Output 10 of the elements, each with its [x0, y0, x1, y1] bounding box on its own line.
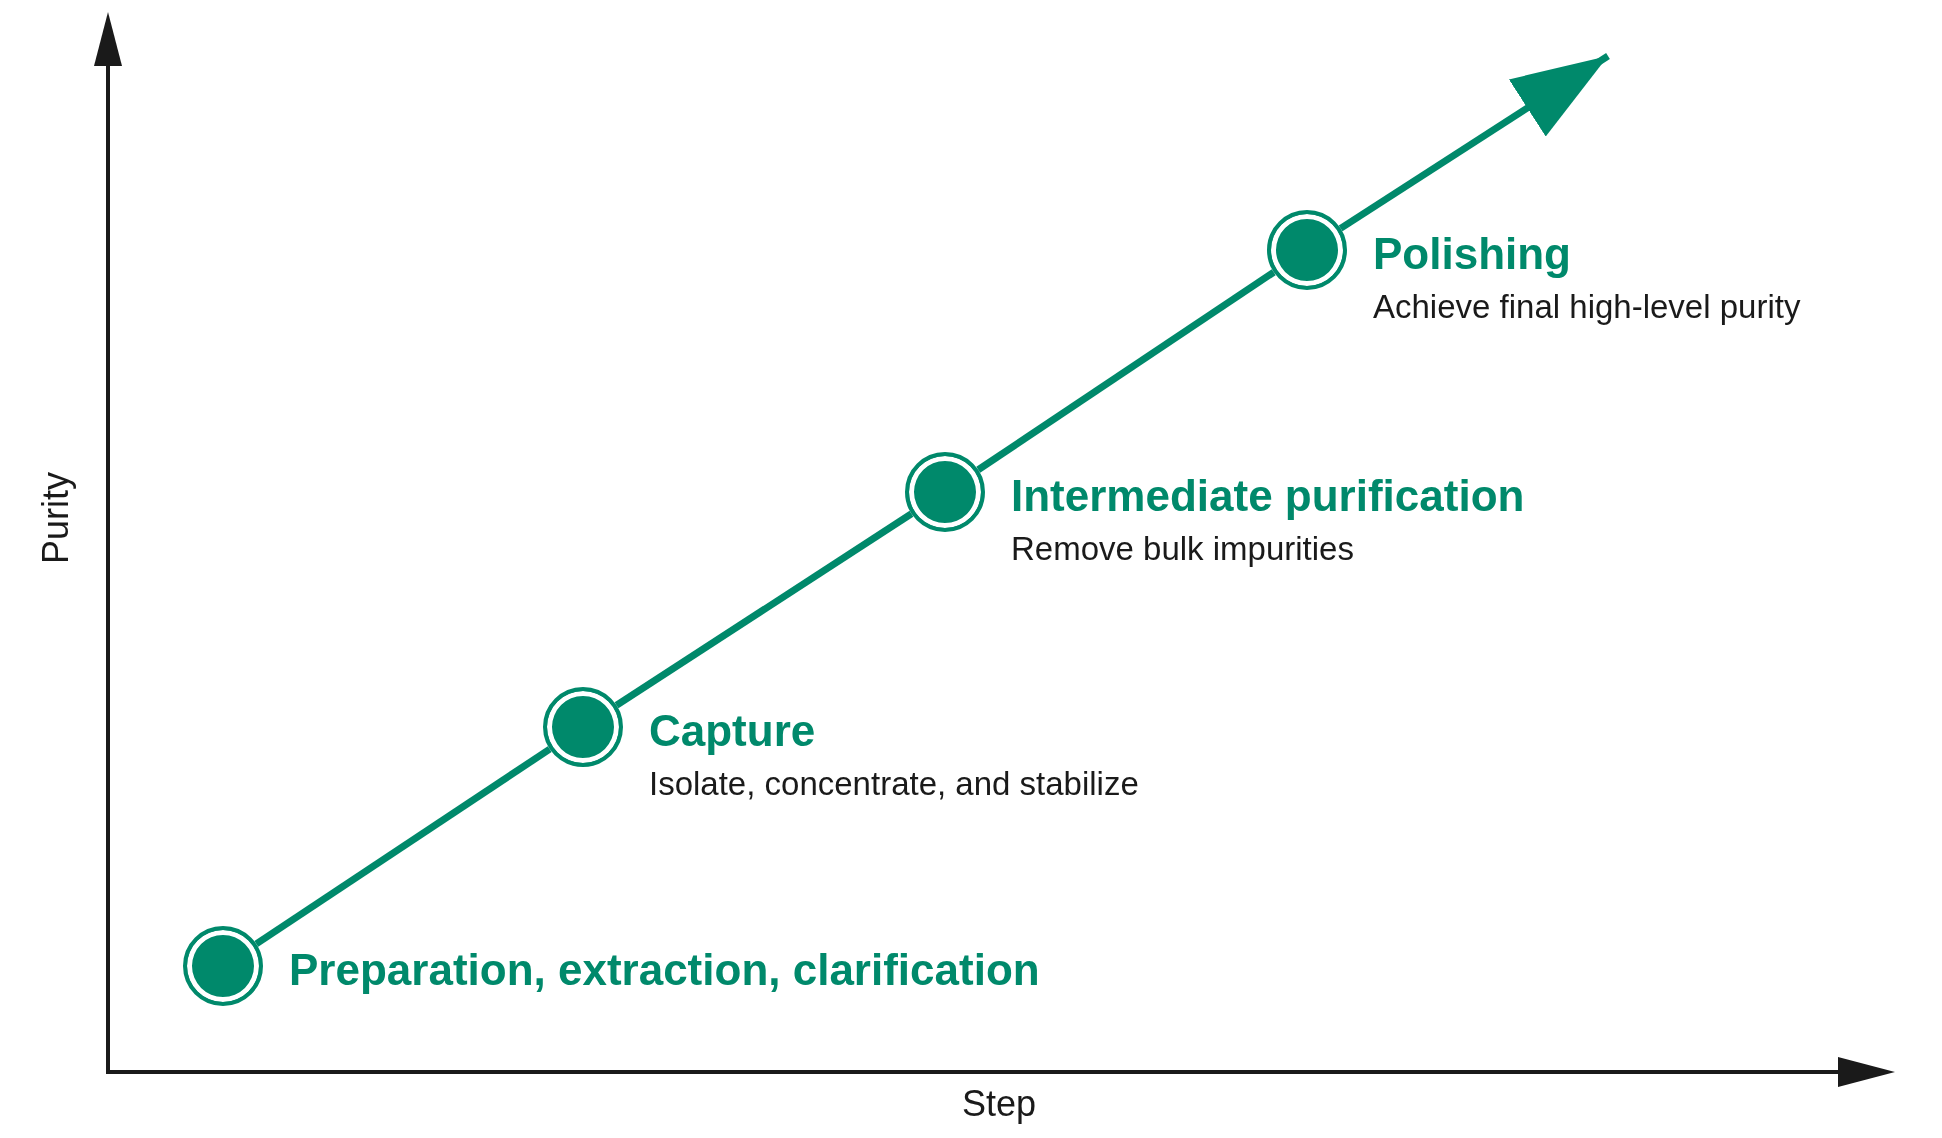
step-title: Capture	[649, 707, 816, 755]
step-description: Remove bulk impurities	[1011, 530, 1354, 568]
axis-label: Purity	[36, 472, 76, 564]
step-title: Polishing	[1373, 230, 1571, 278]
axis-label: Step	[962, 1084, 1037, 1124]
step-description: Achieve final high-level purity	[1373, 288, 1801, 326]
step-description: Isolate, concentrate, and stabilize	[649, 765, 1139, 803]
step-title: Preparation, extraction, clarification	[289, 946, 1040, 994]
step-title: Intermediate purification	[1011, 472, 1525, 520]
arrow	[1338, 53, 1610, 232]
